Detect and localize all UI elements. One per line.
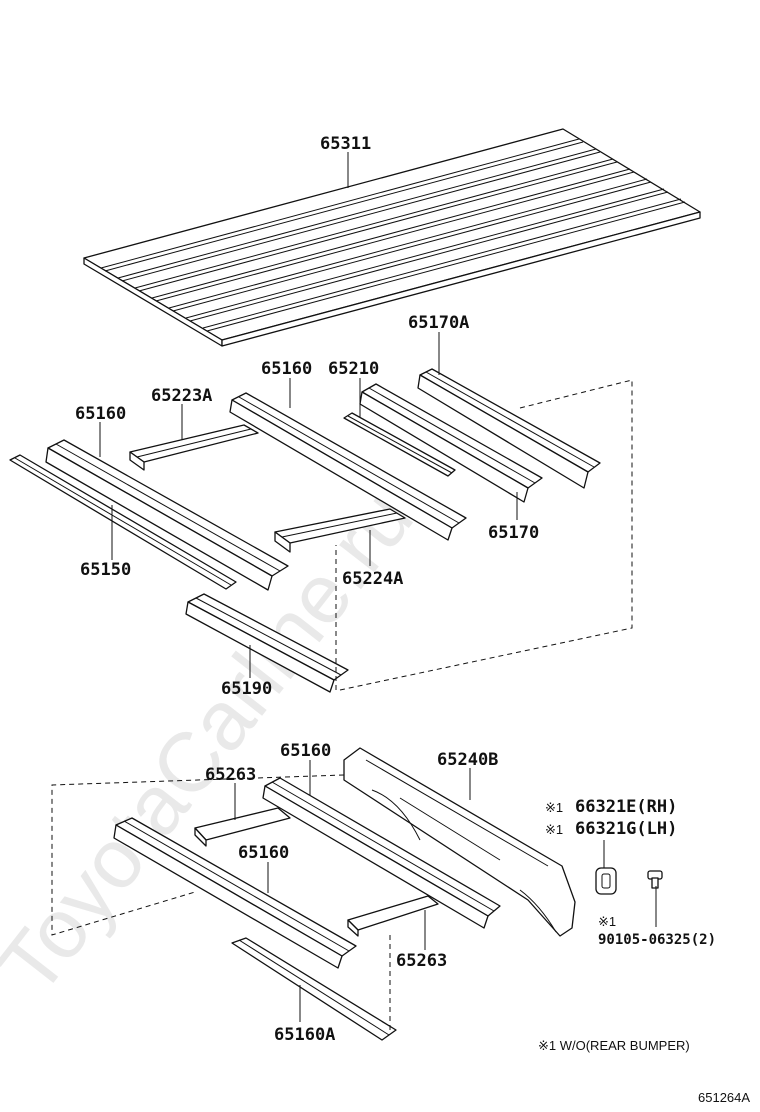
label-65160-middle: 65160 — [261, 359, 312, 379]
diagram-id: 651264A — [698, 1090, 750, 1105]
mark-1-b: ※1 — [545, 822, 563, 837]
label-66321E: 66321E(RH) — [575, 797, 677, 817]
label-65160-lower-1: 65160 — [280, 741, 331, 761]
mark-1-c: ※1 — [598, 914, 616, 929]
crossmember-65190 — [185, 593, 349, 693]
bracket-65224A — [274, 508, 406, 553]
sill-65160-lower-left — [113, 817, 357, 969]
bumper-pad-66321 — [595, 867, 617, 895]
bracket-65263-upper — [194, 807, 291, 847]
label-65190: 65190 — [221, 679, 272, 699]
label-65170A: 65170A — [408, 313, 469, 333]
label-65160-lower-2: 65160 — [238, 843, 289, 863]
label-65210: 65210 — [328, 359, 379, 379]
label-65223A: 65223A — [151, 386, 212, 406]
floor-panel-65311 — [83, 128, 701, 347]
bolt-90105 — [647, 870, 663, 889]
label-65224A: 65224A — [342, 569, 403, 589]
panel-65240B — [343, 747, 576, 937]
label-66321G: 66321G(LH) — [575, 819, 677, 839]
sill-65160-lower-right — [262, 777, 501, 929]
bracket-65223A — [129, 424, 259, 471]
crossmember-65170 — [359, 383, 543, 503]
label-90105: 90105-06325(2) — [598, 932, 716, 948]
crossmember-65170A — [417, 368, 601, 489]
label-65160-left: 65160 — [75, 404, 126, 424]
sill-65160-left — [45, 439, 289, 591]
strip-65210 — [343, 412, 456, 477]
footnote: ※1 W/O(REAR BUMPER) — [538, 1038, 690, 1053]
label-65263-lower: 65263 — [396, 951, 447, 971]
label-65311: 65311 — [320, 134, 371, 154]
bracket-65263-lower — [347, 895, 439, 937]
label-65170: 65170 — [488, 523, 539, 543]
label-65263-upper: 65263 — [205, 765, 256, 785]
rail-65150 — [9, 454, 237, 590]
sill-65160-middle — [229, 392, 467, 541]
rail-65160A — [231, 937, 397, 1041]
label-65150: 65150 — [80, 560, 131, 580]
mark-1-a: ※1 — [545, 800, 563, 815]
label-65160A: 65160A — [274, 1025, 335, 1045]
label-65240B: 65240B — [437, 750, 498, 770]
